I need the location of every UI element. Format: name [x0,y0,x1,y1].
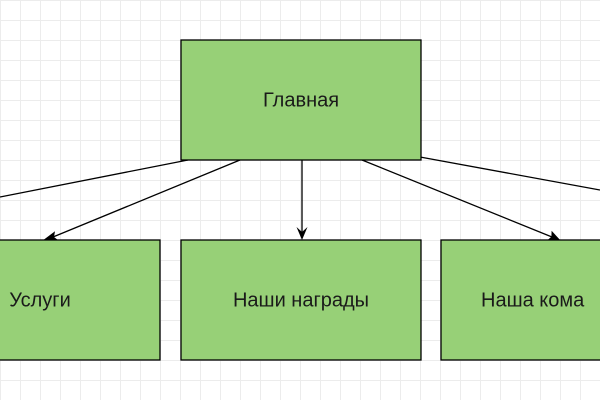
node-services-box[interactable] [0,239,161,361]
node-services-label: Услуги [9,289,71,311]
edge-line [0,159,189,198]
edge-line [52,159,241,238]
edges [0,156,600,241]
edge-home-to-awards [296,160,308,240]
node-team[interactable]: Наша кома [440,239,600,361]
node-home-label: Главная [263,89,339,111]
arrowhead [547,230,561,241]
node-services[interactable]: Услуги [0,239,161,361]
arrowhead [296,227,308,240]
edge-line [361,159,553,238]
node-awards[interactable]: Наши награды [180,239,422,361]
node-team-label: Наша кома [481,289,585,311]
edge-home-to-offscreen-right [419,156,600,191]
edge-line [419,156,600,191]
node-home-box[interactable] [180,39,422,161]
nodes: Главная Услуги Наши награды Наша кома [0,39,600,361]
node-awards-box[interactable] [180,239,422,361]
edge-home-to-services [42,159,241,241]
edge-home-to-team [361,159,561,241]
node-awards-label: Наши награды [233,289,369,311]
node-home[interactable]: Главная [180,39,422,161]
edge-home-to-offscreen-left [0,159,189,198]
node-team-box[interactable] [440,239,600,361]
arrowhead [42,231,59,241]
